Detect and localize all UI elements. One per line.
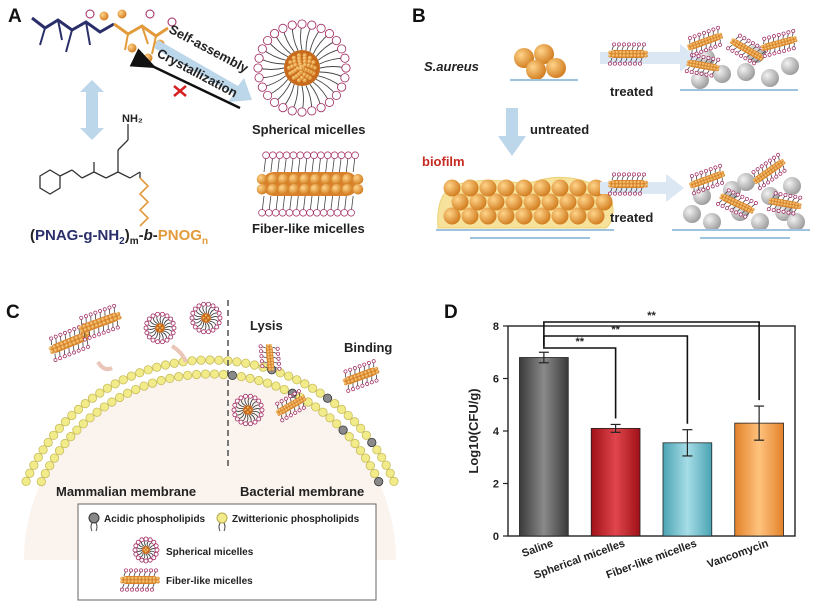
bar-fiber-like-micelles: [663, 443, 712, 536]
legend-spherical-icon: [133, 537, 159, 563]
panel-a: A Self-assembly Crystallization: [8, 6, 365, 247]
panel-d: D 02468Log10(CFU/g)SalineSpherical micel…: [444, 302, 795, 582]
x-tick-label: Vancomycin: [706, 537, 771, 570]
bar-chart: 02468Log10(CFU/g)SalineSpherical micelle…: [466, 310, 795, 582]
y-tick-label: 8: [493, 321, 499, 333]
bar-spherical-micelles: [591, 428, 640, 536]
spherical-micelle-icon: [254, 20, 350, 116]
significance-label: **: [647, 310, 656, 322]
label-s-aureus: S.aureus: [424, 59, 479, 74]
legend-acidic-label: Acidic phospholipids: [104, 514, 206, 525]
label-bacterial-membrane: Bacterial membrane: [240, 484, 364, 499]
legend-spherical-label: Spherical micelles: [166, 547, 254, 558]
significance-label: **: [575, 336, 584, 348]
polymer-formula: (PNAG-g-NH2)m-b-PNOGn: [30, 227, 208, 247]
biofilm-icon: [438, 177, 613, 228]
label-treated-top: treated: [610, 84, 653, 99]
panel-letter-d: D: [444, 302, 458, 323]
panel-letter-b: B: [412, 6, 426, 27]
legend-zwitterionic-label: Zwitterionic phospholipids: [232, 514, 360, 525]
label-untreated: untreated: [530, 122, 589, 137]
label-binding: Binding: [344, 340, 392, 355]
label-spherical-micelles-a: Spherical micelles: [252, 122, 365, 137]
amine-label: NH₂: [122, 113, 143, 125]
y-tick-label: 6: [493, 374, 499, 386]
dead-bacteria-icon: [684, 26, 799, 89]
fiber-micelle-icon: [257, 152, 364, 216]
significance-label: **: [611, 324, 620, 336]
y-tick-label: 0: [493, 531, 499, 543]
y-tick-label: 4: [493, 426, 500, 438]
bar-saline: [519, 358, 568, 537]
label-biofilm: biofilm: [422, 154, 465, 169]
dead-biofilm-bacteria-icon: [683, 153, 805, 231]
panel-letter-a: A: [8, 6, 22, 27]
x-tick-label: Saline: [520, 538, 555, 560]
panel-letter-c: C: [6, 302, 20, 323]
y-axis-label: Log10(CFU/g): [466, 388, 481, 473]
double-arrow-icon: [80, 80, 104, 140]
legend-box: Acidic phospholipids Zwitterionic phosph…: [78, 504, 376, 600]
blocked-cross-icon: [174, 86, 186, 96]
polymer-chain-icon: [32, 10, 176, 63]
panel-c: C Lysis Binding Mammalian membrane Bacte…: [6, 300, 398, 600]
label-fiber-micelles-a: Fiber-like micelles: [252, 221, 365, 236]
label-lysis: Lysis: [250, 318, 283, 333]
label-treated-bottom: treated: [610, 210, 653, 225]
legend-fiber-label: Fiber-like micelles: [166, 576, 253, 587]
y-tick-label: 2: [493, 479, 499, 491]
label-mammalian-membrane: Mammalian membrane: [56, 484, 196, 499]
arrow-untreated-icon: [498, 108, 526, 156]
chemical-structure-icon: [40, 124, 148, 226]
significance-bracket: [544, 322, 759, 400]
panel-b: B S.aureus treated untreated biofilm tre…: [412, 6, 810, 238]
bacteria-cluster-icon: [514, 44, 566, 80]
